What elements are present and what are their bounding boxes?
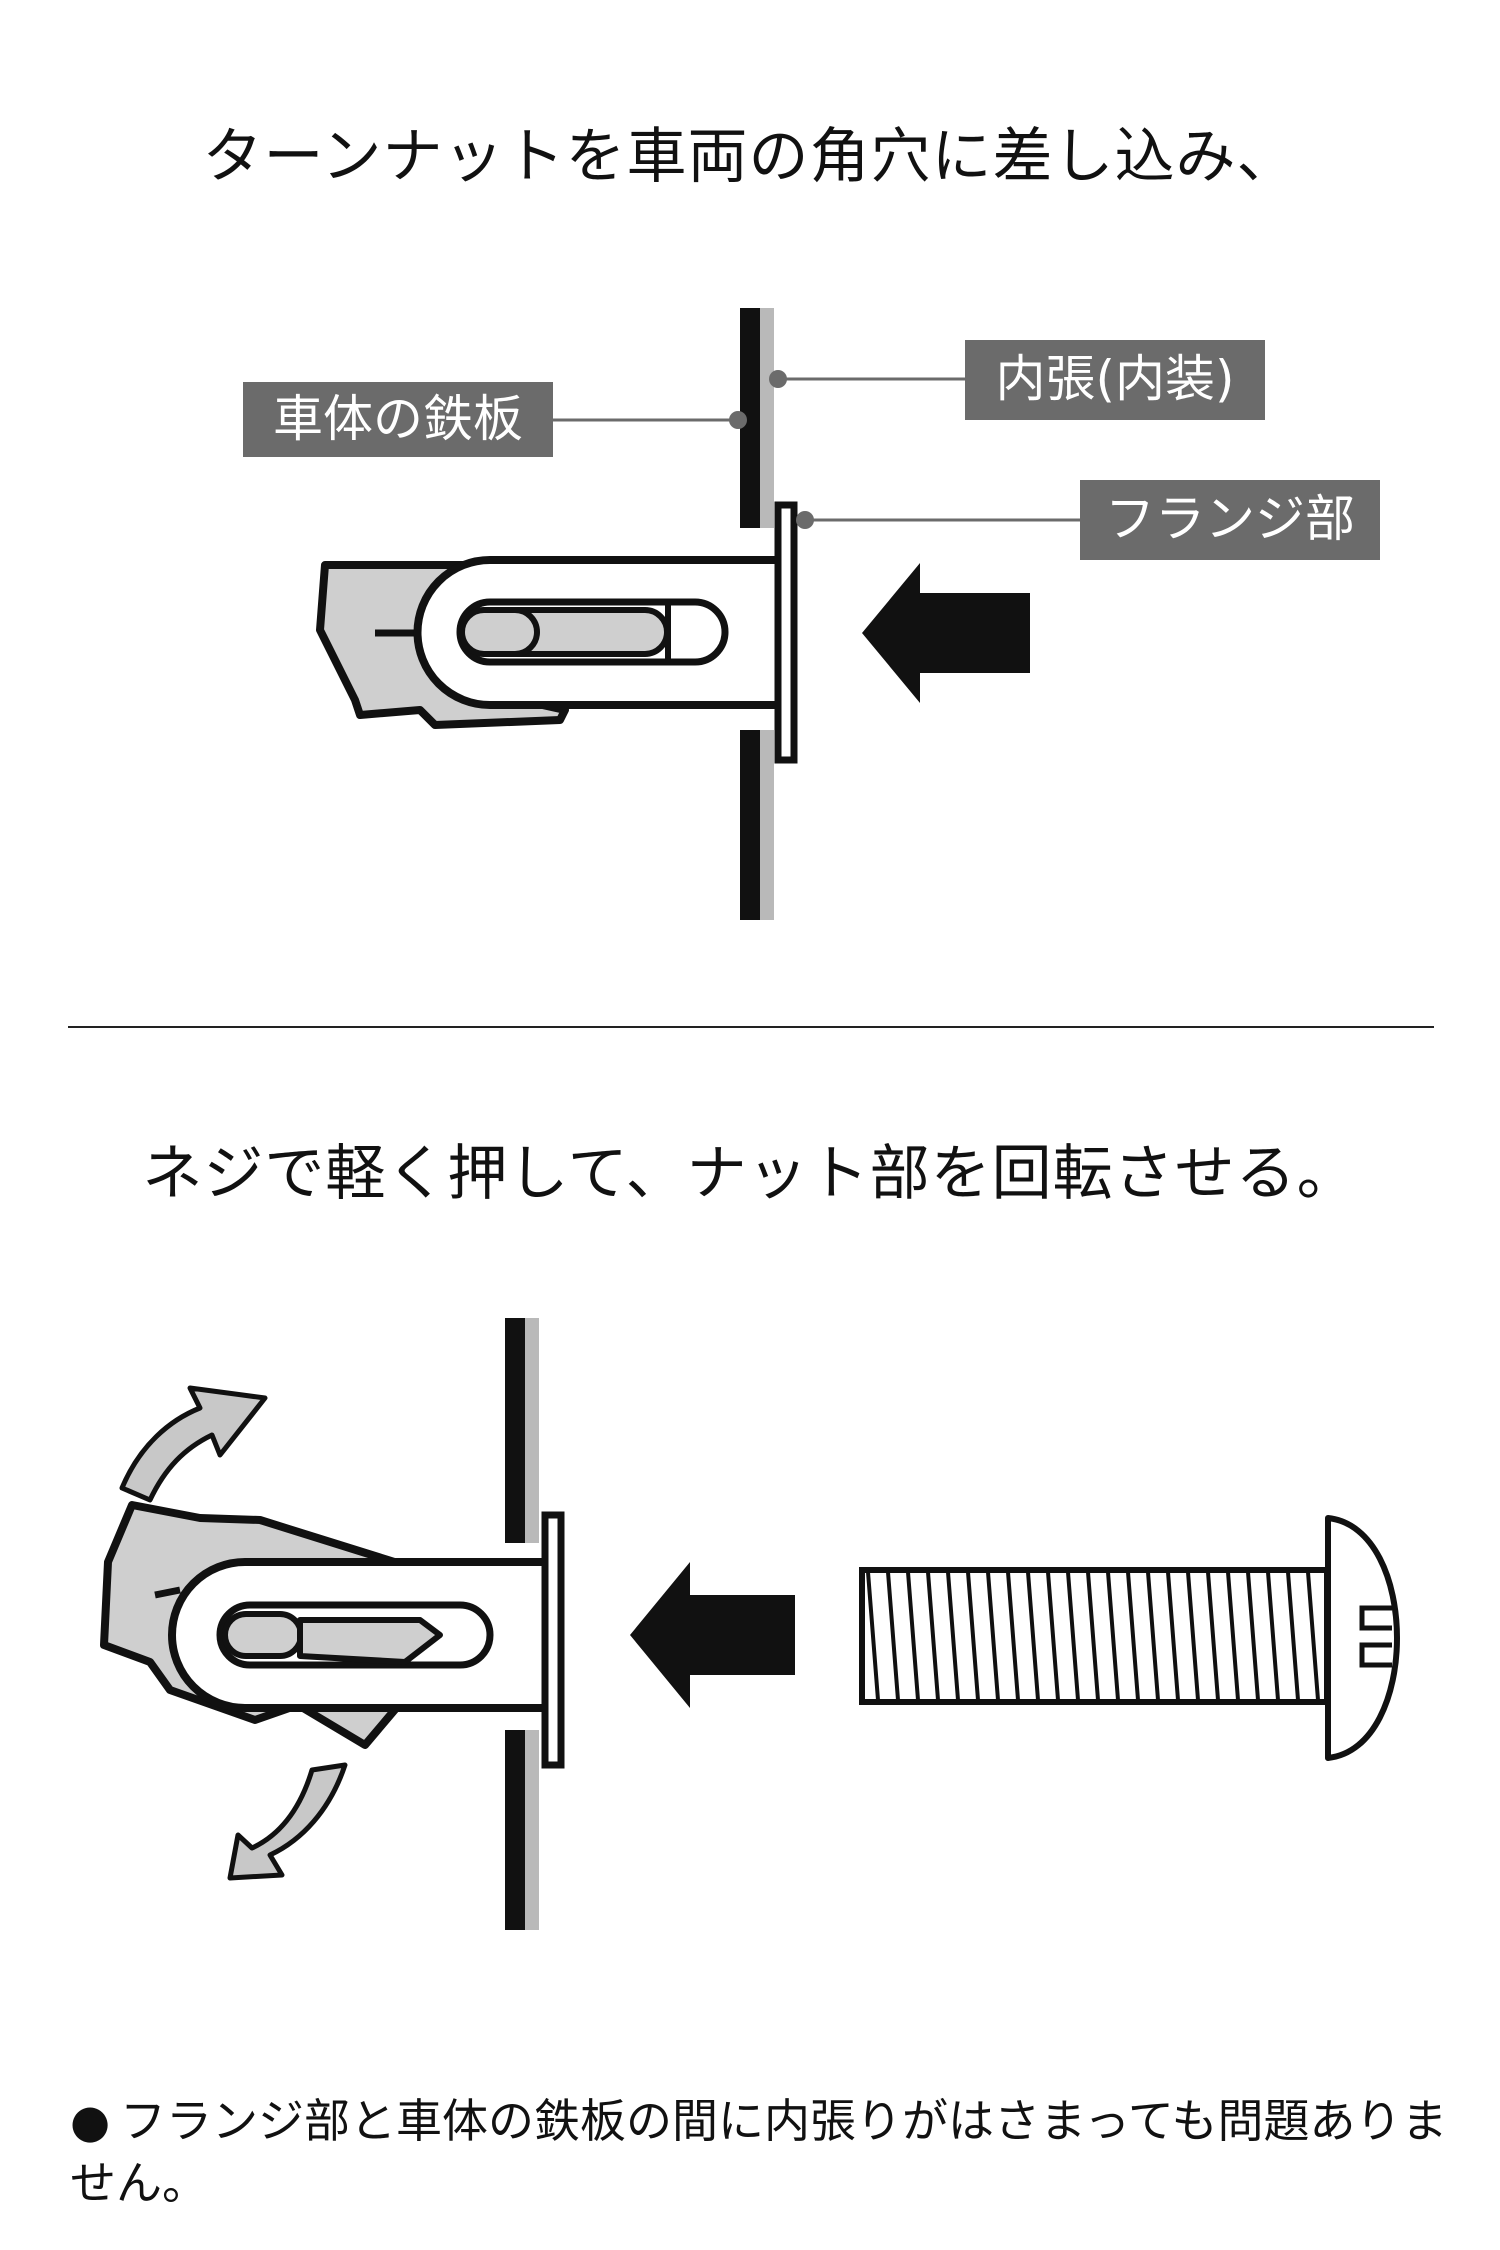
screw-head: [1325, 1515, 1400, 1761]
nut-cam-rotated: [297, 1617, 443, 1665]
label-flange-text: フランジ部: [1105, 490, 1355, 548]
leader-lines: [553, 377, 1080, 522]
step2-heading: ネジで軽く押して、ナット部を回転させる。: [142, 1139, 1358, 1209]
interior-trim-upper: [760, 308, 774, 528]
interior-trim-lower: [760, 730, 774, 920]
turn-nut: [316, 501, 798, 764]
note-bullet: ●: [70, 2094, 111, 2148]
label-interior: 内張(内装): [965, 340, 1265, 420]
label-steel-plate-text: 車体の鉄板: [273, 390, 523, 448]
push-arrow-icon: [862, 563, 1030, 703]
vehicle-panel-2: [505, 1318, 539, 1930]
screw: [859, 1515, 1400, 1761]
vehicle-panel: [740, 308, 774, 920]
rotation-diagram: [100, 1318, 1400, 1930]
note: ●フランジ部と車体の鉄板の間に内張りがはさまっても問題ありません。: [70, 2090, 1450, 2214]
turn-nut-rotated: [100, 1501, 565, 1769]
nut-wing-slit-rotated: [154, 1586, 181, 1599]
leader-dot-steel: [729, 411, 747, 429]
label-steel-plate: 車体の鉄板: [243, 382, 553, 457]
leader-dot-flange: [796, 511, 814, 529]
insertion-diagram: 車体の鉄板 内張(内装) フランジ部: [243, 308, 1380, 920]
label-flange: フランジ部: [1080, 480, 1380, 560]
nut-flange-rotated: [541, 1511, 565, 1769]
note-text: フランジ部と車体の鉄板の間に内張りがはさまっても問題ありません。: [70, 2094, 1448, 2210]
nut-pin-rotated: [222, 1611, 304, 1659]
push-arrow-icon-2: [630, 1562, 795, 1708]
nut-flange: [774, 501, 798, 764]
nut-pin: [459, 607, 670, 657]
nut-pin-end: [514, 607, 540, 657]
rotate-up-arrow-icon: [119, 1385, 268, 1503]
steel-plate-lower: [740, 730, 760, 920]
screw-thread: [866, 1571, 1320, 1701]
leader-dot-interior: [769, 370, 787, 388]
section-divider: [68, 1026, 1434, 1028]
steel-plate-upper: [740, 308, 760, 528]
rotate-down-arrow-icon: [227, 1762, 348, 1881]
screw-slot: [1359, 1605, 1392, 1668]
step1-heading: ターンナットを車両の角穴に差し込み、: [202, 122, 1298, 192]
label-interior-text: 内張(内装): [995, 350, 1234, 408]
